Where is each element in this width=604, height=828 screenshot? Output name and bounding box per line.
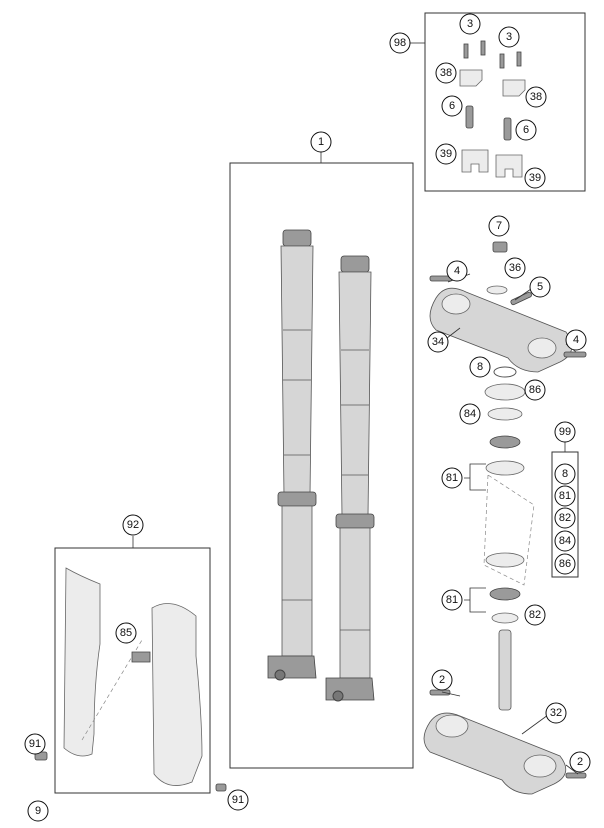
svg-text:2: 2	[439, 674, 445, 686]
svg-text:85: 85	[120, 627, 132, 639]
svg-text:38: 38	[440, 67, 452, 79]
callout-3-left: 3	[459, 13, 481, 35]
callout-1: 1	[310, 131, 332, 153]
svg-text:1: 1	[318, 136, 324, 148]
callout-81-upper: 81	[441, 467, 463, 489]
svg-text:6: 6	[523, 124, 529, 136]
svg-text:5: 5	[537, 281, 543, 293]
svg-text:3: 3	[506, 31, 512, 43]
callout-38-left: 38	[435, 62, 457, 84]
callout-8: 8	[469, 356, 491, 378]
callout-36: 36	[504, 257, 526, 279]
svg-text:91: 91	[29, 738, 41, 750]
svg-text:84: 84	[559, 535, 571, 547]
callout-6-left: 6	[441, 95, 463, 117]
fork-assembly-box	[229, 162, 414, 769]
svg-text:34: 34	[432, 336, 444, 348]
svg-text:82: 82	[529, 609, 541, 621]
svg-text:86: 86	[529, 384, 541, 396]
callout-32: 32	[545, 702, 567, 724]
svg-text:4: 4	[573, 334, 579, 346]
svg-text:38: 38	[530, 91, 542, 103]
callout-4-left: 4	[446, 260, 468, 282]
callout-86: 86	[524, 379, 546, 401]
callout-85: 85	[115, 622, 137, 644]
callout-3-right: 3	[498, 26, 520, 48]
callout-91-left: 91	[24, 733, 46, 755]
callout-91-right: 91	[227, 789, 249, 811]
svg-text:9: 9	[35, 805, 41, 817]
callout-92: 92	[122, 514, 144, 536]
svg-text:39: 39	[529, 172, 541, 184]
callout-6-right: 6	[515, 119, 537, 141]
upper-triple-clamp	[429, 241, 587, 378]
callout-84: 84	[459, 403, 481, 425]
svg-text:82: 82	[559, 512, 571, 524]
callout-2-left: 2	[431, 669, 453, 691]
kit-99-list: 8 81 82 84 86	[554, 463, 576, 575]
kit-99-item: 8	[554, 463, 576, 485]
callout-39-left: 39	[435, 143, 457, 165]
callout-38-right: 38	[525, 86, 547, 108]
callout-9: 9	[27, 800, 49, 822]
svg-text:39: 39	[440, 148, 452, 160]
svg-text:8: 8	[562, 468, 568, 480]
svg-text:6: 6	[449, 100, 455, 112]
callout-5: 5	[529, 276, 551, 298]
callout-34: 34	[427, 331, 449, 353]
svg-text:99: 99	[559, 426, 571, 438]
svg-text:81: 81	[559, 490, 571, 502]
kit-99-item: 86	[554, 553, 576, 575]
callout-4-right: 4	[565, 329, 587, 351]
svg-text:4: 4	[454, 265, 460, 277]
lower-triple-clamp	[423, 629, 587, 795]
svg-text:92: 92	[127, 519, 139, 531]
callout-98: 98	[389, 32, 411, 54]
fork-protector-box	[54, 547, 211, 794]
svg-text:8: 8	[477, 361, 483, 373]
kit-98-box	[424, 12, 586, 192]
svg-text:32: 32	[550, 707, 562, 719]
right-fork-leg	[325, 255, 375, 702]
callout-82: 82	[524, 604, 546, 626]
callout-7: 7	[488, 215, 510, 237]
callout-81-lower: 81	[441, 589, 463, 611]
svg-text:81: 81	[446, 472, 458, 484]
svg-text:3: 3	[467, 18, 473, 30]
svg-text:81: 81	[446, 594, 458, 606]
svg-text:84: 84	[464, 408, 476, 420]
svg-text:7: 7	[496, 220, 502, 232]
callout-99: 99	[554, 421, 576, 443]
callout-2-right: 2	[569, 751, 591, 773]
callout-39-right: 39	[524, 167, 546, 189]
svg-text:86: 86	[559, 558, 571, 570]
svg-text:2: 2	[577, 756, 583, 768]
svg-text:36: 36	[509, 262, 521, 274]
svg-text:91: 91	[232, 794, 244, 806]
kit-99-item: 81	[554, 485, 576, 507]
kit-99-item: 82	[554, 507, 576, 529]
kit-99-item: 84	[554, 530, 576, 552]
left-fork-leg	[267, 229, 317, 681]
steering-bearings	[483, 383, 535, 624]
kit-98-parts	[459, 40, 526, 178]
svg-text:98: 98	[394, 37, 406, 49]
fork-protectors	[34, 567, 227, 792]
